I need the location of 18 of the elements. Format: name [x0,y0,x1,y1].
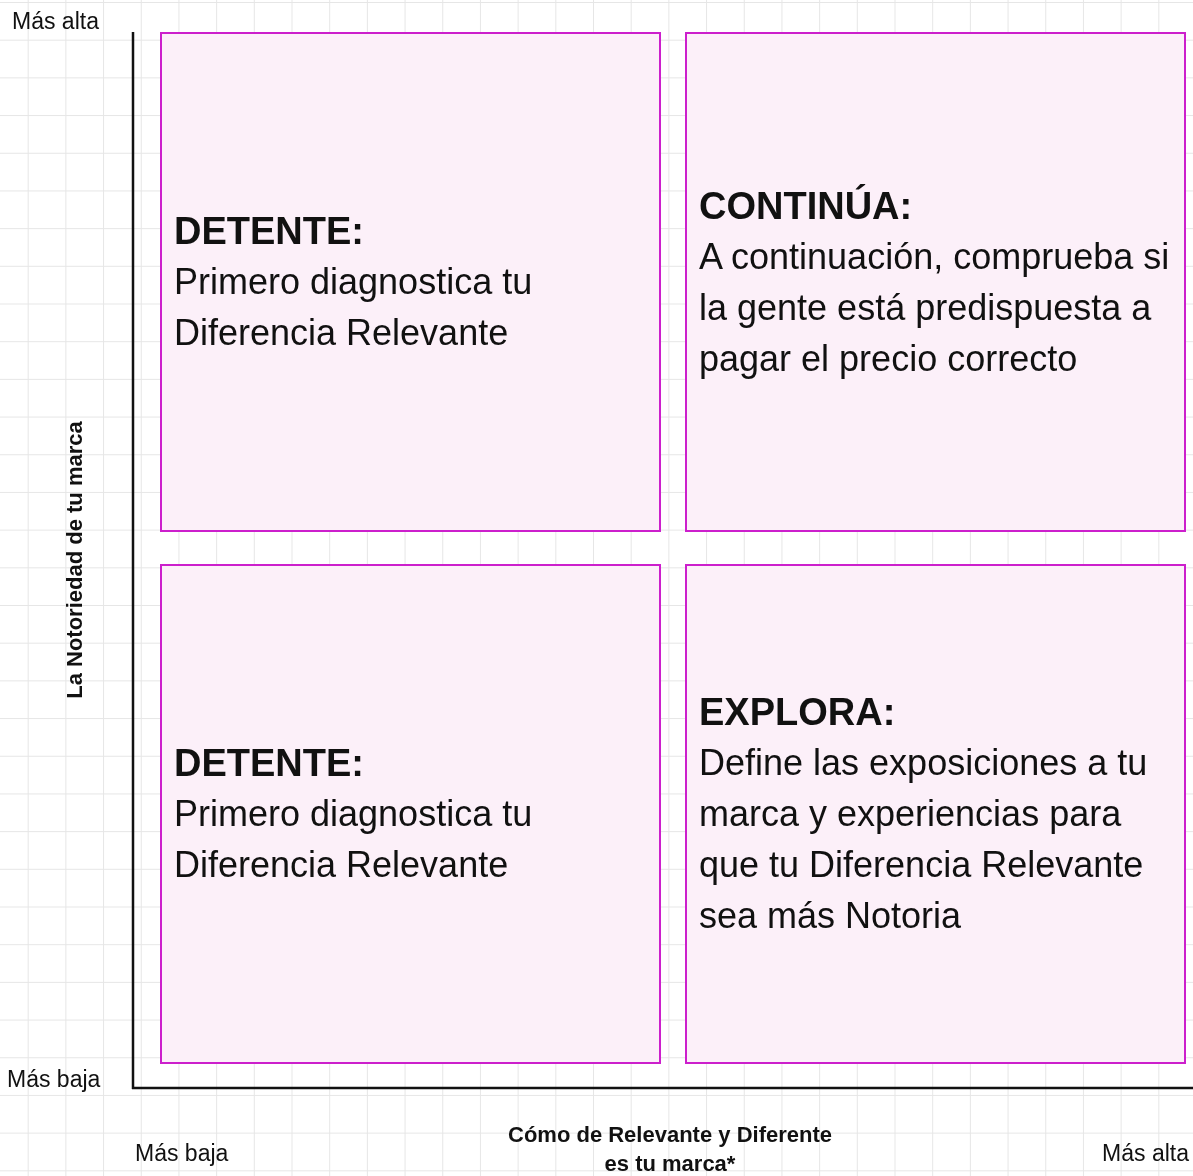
quadrant-box [685,32,1186,532]
quadrant-heading: EXPLORA: [699,690,897,735]
quadrant-box [160,32,661,532]
axis-end-label: Más alta [12,8,99,35]
axis-end-label: Más baja [135,1140,229,1167]
quadrant-heading: DETENTE: [174,741,365,786]
axis-title: La Notoriedad de tu marca [62,421,88,699]
quadrant-heading: DETENTE: [174,209,365,254]
quadrant-heading: CONTINÚA: [699,183,914,229]
quadrant-box [685,564,1186,1064]
quadrant-text: Primero diagnostica tu Diferencia Relevante [174,260,534,355]
quadrant-text: A continuación, comprueba si la gente está predispuesta a pagar el precio correcto [699,234,1171,381]
quadrant-text: Primero diagnostica tu Diferencia Relevante [174,792,534,887]
axis-title: Cómo de Relevante y Diferente es tu marca* [507,1121,833,1176]
axis-end-label: Más baja [7,1066,101,1093]
axis-end-label: Más alta [1102,1140,1189,1167]
quadrant-box [160,564,661,1064]
quadrant-text: Define las exposiciones a tu marca y experiencias para que tu Diferencia Relevante sea más Notoria [699,741,1149,938]
